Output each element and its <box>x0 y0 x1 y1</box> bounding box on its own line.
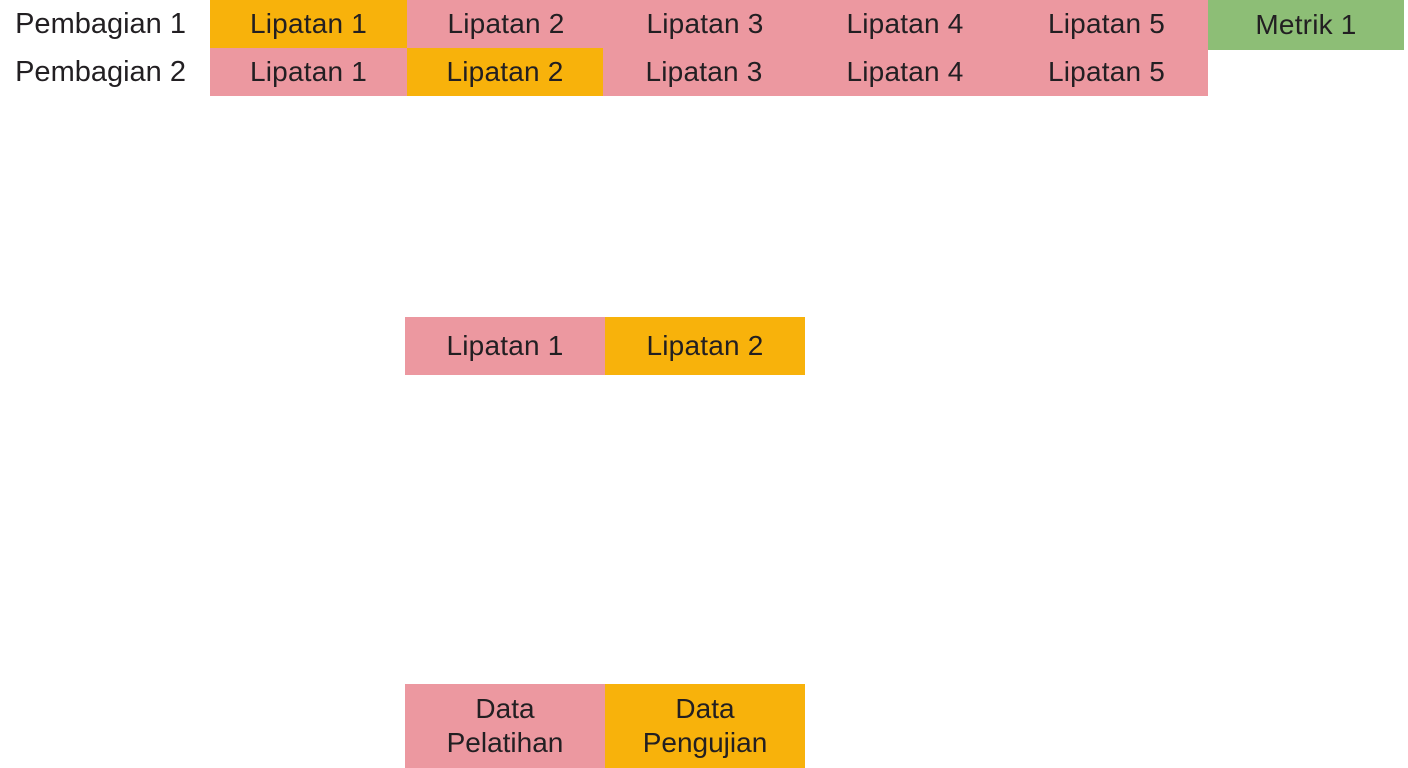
split2-fold4-cell: Lipatan 4 <box>805 48 1005 96</box>
split2-fold2-cell: Lipatan 2 <box>407 48 603 96</box>
detail-bar-fold2-cell: Lipatan 2 <box>605 317 805 375</box>
split1-fold5-cell: Lipatan 5 <box>1005 0 1208 48</box>
split1-fold1-cell: Lipatan 1 <box>210 0 407 48</box>
split1-metric-cell: Metrik 1 <box>1208 0 1404 50</box>
legend-testing-line2: Pengujian <box>642 727 768 758</box>
split2-label: Pembagian 2 <box>15 55 186 88</box>
detail-bar-fold1-cell: Lipatan 1 <box>405 317 605 375</box>
split1-fold3-cell: Lipatan 3 <box>605 0 805 48</box>
split1-fold2-cell: Lipatan 2 <box>407 0 605 48</box>
legend-testing-data-cell: Data Pengujian <box>605 684 805 768</box>
legend-training-data-cell: Data Pelatihan <box>405 684 605 768</box>
split1-label: Pembagian 1 <box>15 7 186 40</box>
split2-fold5-cell: Lipatan 5 <box>1005 48 1208 96</box>
split2-fold1-cell: Lipatan 1 <box>210 48 407 96</box>
legend-training-line1: Data <box>475 693 535 724</box>
split2-fold3-cell: Lipatan 3 <box>603 48 805 96</box>
legend-testing-line1: Data <box>675 693 735 724</box>
legend-training-line2: Pelatihan <box>446 727 564 758</box>
split1-fold4-cell: Lipatan 4 <box>805 0 1005 48</box>
